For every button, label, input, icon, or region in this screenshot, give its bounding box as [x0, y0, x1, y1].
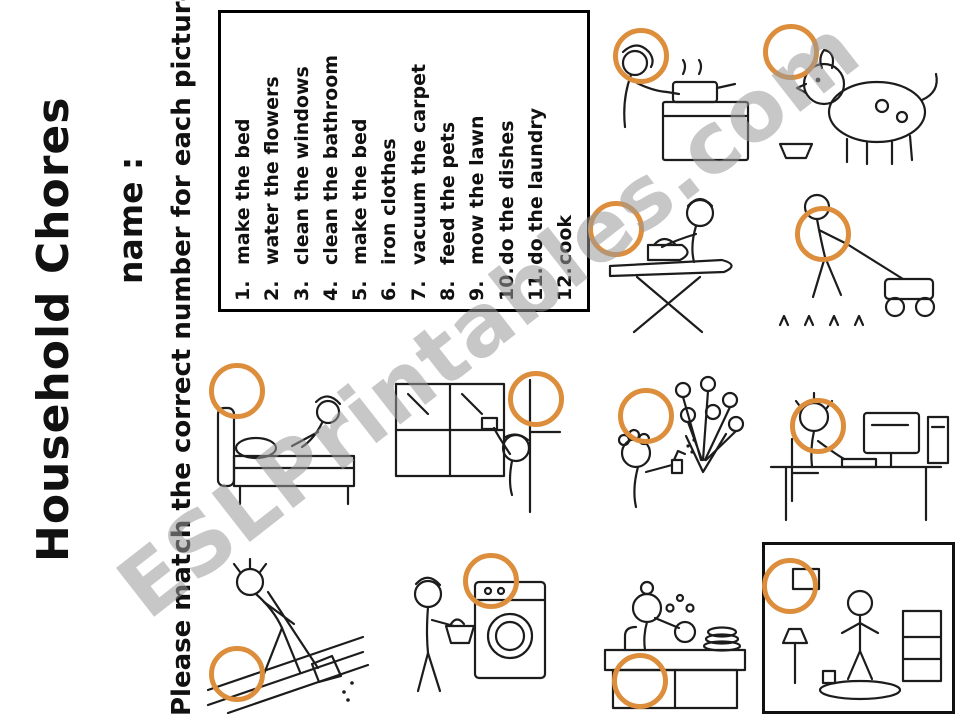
ironing-illustration	[608, 197, 733, 334]
answer-circle-feed-the-pets[interactable]	[763, 24, 819, 80]
answer-circle-make-the-bed[interactable]	[209, 363, 265, 419]
chores-list-box: 1.make the bed 2.water the flowers 3.cle…	[218, 10, 590, 312]
chore-list-item: 5.make the bed	[349, 118, 372, 301]
dishes-illustration	[603, 580, 747, 710]
flowers-illustration	[617, 375, 745, 509]
answer-circle-do-the-dishes[interactable]	[612, 653, 668, 709]
picture-computer-desk	[756, 355, 956, 533]
worksheet-title: Household Chores	[28, 96, 79, 562]
chore-list-item: 8.feed the pets	[437, 121, 460, 301]
picture-water-the-flowers	[588, 360, 760, 542]
chore-list-item: 10.do the dishes	[495, 120, 518, 301]
picture-cook	[585, 30, 757, 170]
chores-list: 1.make the bed 2.water the flowers 3.cle…	[229, 25, 581, 301]
picture-do-the-dishes	[585, 550, 761, 715]
chore-list-item: 7.vacuum the carpet	[407, 63, 430, 301]
chore-list-item: 2.water the flowers	[261, 76, 284, 301]
picture-clean-the-windows	[378, 370, 568, 522]
answer-circle-computer-desk[interactable]	[790, 398, 846, 454]
picture-feed-the-pets	[762, 22, 955, 167]
chore-list-item: 11.do the laundry	[524, 107, 547, 301]
bed-illustration	[216, 395, 356, 506]
answer-circle-mow-the-lawn[interactable]	[795, 206, 851, 262]
lawnmower-illustration	[778, 193, 936, 327]
window-cleaning-illustration	[394, 378, 562, 514]
picture-iron-clothes	[592, 182, 757, 347]
chore-list-item: 6.iron clothes	[378, 138, 401, 301]
answer-circle-iron-clothes[interactable]	[588, 201, 644, 257]
answer-circle-sweep-the-floor[interactable]	[209, 646, 265, 702]
name-label: name :	[111, 156, 150, 284]
chore-list-item: 1.make the bed	[232, 118, 254, 301]
answer-circle-clean-the-bathroom[interactable]	[762, 558, 818, 614]
answer-circle-clean-the-windows[interactable]	[508, 371, 564, 427]
answer-circle-water-the-flowers[interactable]	[618, 388, 674, 444]
picture-make-the-bed	[200, 360, 370, 540]
picture-mow-the-lawn	[765, 175, 955, 330]
answer-circle-cook[interactable]	[613, 28, 669, 84]
dog-illustration	[778, 48, 938, 166]
chore-list-item: 12.cook	[554, 214, 577, 301]
chore-list-item: 4.clean the bathroom	[319, 54, 342, 301]
chore-list-item: 9.mow the lawn	[466, 115, 489, 301]
cook-illustration	[621, 44, 750, 162]
chore-list-item: 3.clean the windows	[290, 66, 313, 301]
answer-circle-do-the-laundry[interactable]	[463, 553, 519, 609]
computer-desk-illustration	[769, 391, 950, 522]
